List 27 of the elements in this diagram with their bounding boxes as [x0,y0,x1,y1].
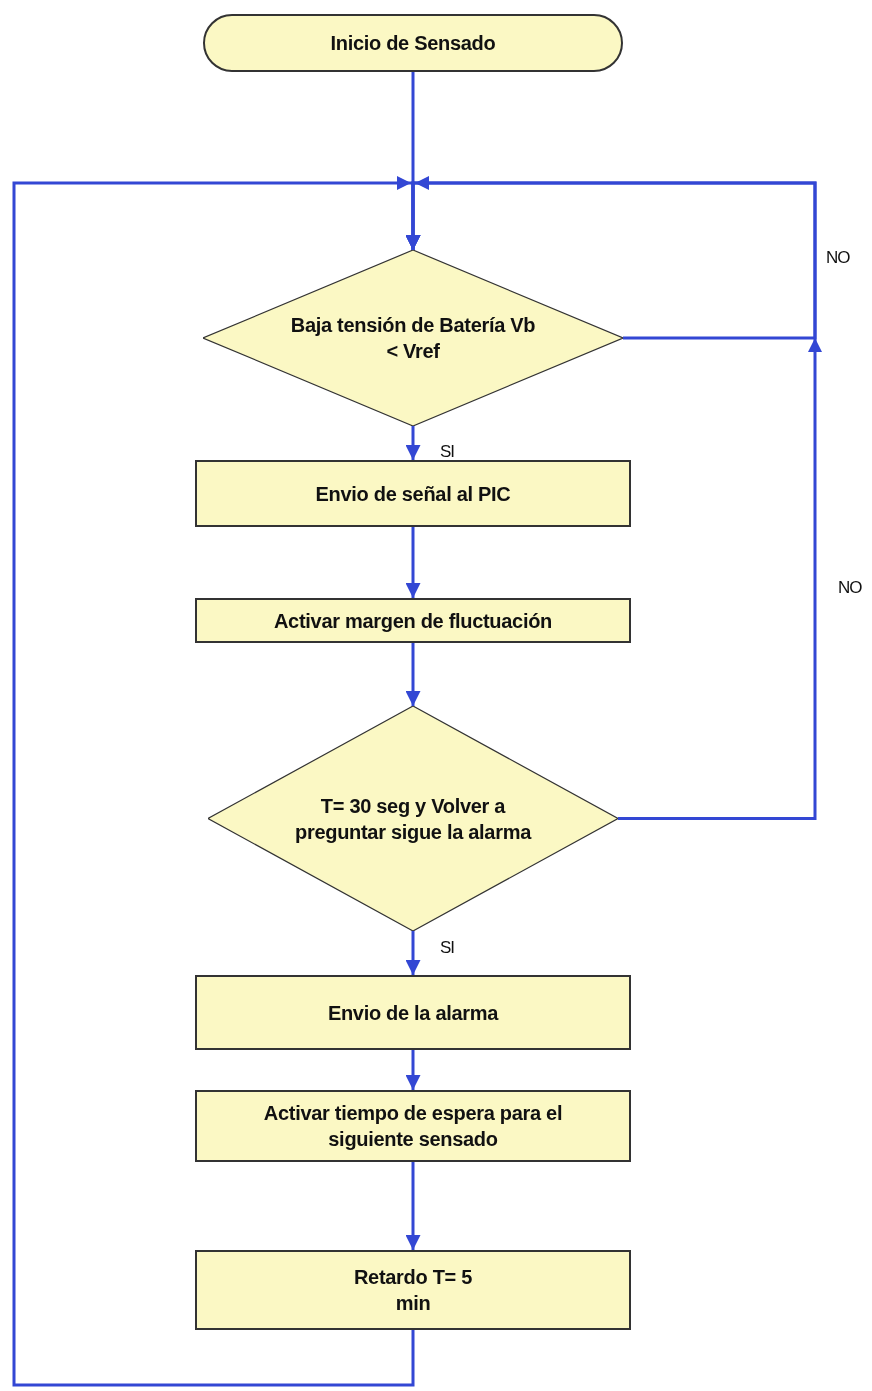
node-label: Baja tensión de Batería Vb < Vref [289,313,537,364]
process-box [195,1090,631,1162]
node-label: Activar tiempo de espera para el siguiente sensado [262,1101,564,1152]
node-label: T= 30 seg y Volver a preguntar sigue la alarma [294,793,533,845]
node-label: Envio de la alarma [327,1000,499,1026]
arrow [405,181,822,820]
process-box [195,460,631,527]
process-box [195,598,631,643]
decision-diamond [208,706,618,931]
arrow [405,426,421,460]
node-label: Inicio de Sensado [330,31,496,56]
arrow [405,1050,421,1090]
arrow [405,643,421,706]
process-box [195,975,631,1050]
edge-label: SI [440,442,455,462]
edge-label: SI [440,938,455,958]
arrow [405,527,421,598]
start-terminal [203,14,623,72]
process-box [195,1250,631,1330]
arrow [405,931,421,975]
edge-label: NO [838,578,862,598]
node-label: Retardo T= 5 min [353,1265,473,1316]
edge-label: NO [826,248,850,268]
node-label: Activar margen de fluctuación [273,608,552,634]
decision-diamond [203,250,623,426]
node-label: Envio de señal al PIC [315,481,511,507]
arrow [405,1162,421,1250]
